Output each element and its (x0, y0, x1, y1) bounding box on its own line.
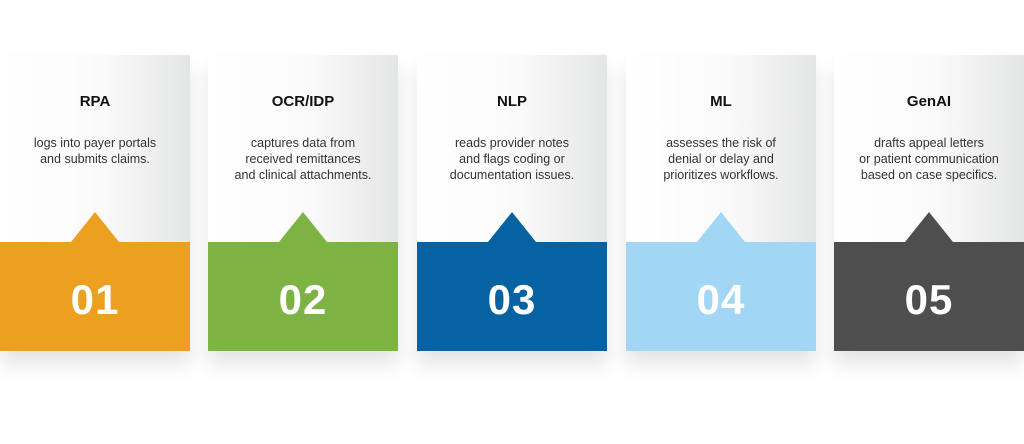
pointer-triangle-icon (488, 212, 536, 242)
number-band (626, 242, 816, 351)
card-title: OCR/IDP (271, 93, 335, 110)
card-ocr-idp: OCR/IDP captures data from received remi… (208, 55, 398, 351)
card-title: GenAI (906, 93, 952, 110)
number-band (208, 242, 398, 351)
pointer-triangle-icon (279, 212, 327, 242)
card-description: captures data from received remittances … (234, 136, 372, 182)
card-nlp: NLP reads provider notes and flags codin… (417, 55, 607, 351)
card-description: reads provider notes and flags coding or… (449, 136, 575, 182)
pointer-triangle-icon (71, 212, 119, 242)
card-number: 03 (487, 276, 537, 323)
card-description: assesses the risk of denial or delay and… (663, 136, 779, 182)
pointer-triangle-icon (905, 212, 953, 242)
number-band (834, 242, 1024, 351)
card-description: logs into payer portals and submits clai… (33, 136, 157, 166)
pointer-triangle-icon (697, 212, 745, 242)
card-number: 05 (904, 276, 954, 323)
card-genai: GenAI drafts appeal letters or patient c… (834, 55, 1024, 351)
number-band (417, 242, 607, 351)
card-title: NLP (497, 93, 527, 110)
card-number: 04 (696, 276, 746, 323)
card-title: RPA (79, 93, 111, 110)
card-title: ML (710, 93, 732, 110)
card-description: drafts appeal letters or patient communi… (859, 136, 999, 182)
card-ml: ML assesses the risk of denial or delay … (626, 55, 816, 351)
card-number: 02 (278, 276, 328, 323)
number-band (0, 242, 190, 351)
card-rpa: RPA logs into payer portals and submits … (0, 55, 190, 351)
card-number: 01 (70, 276, 120, 323)
